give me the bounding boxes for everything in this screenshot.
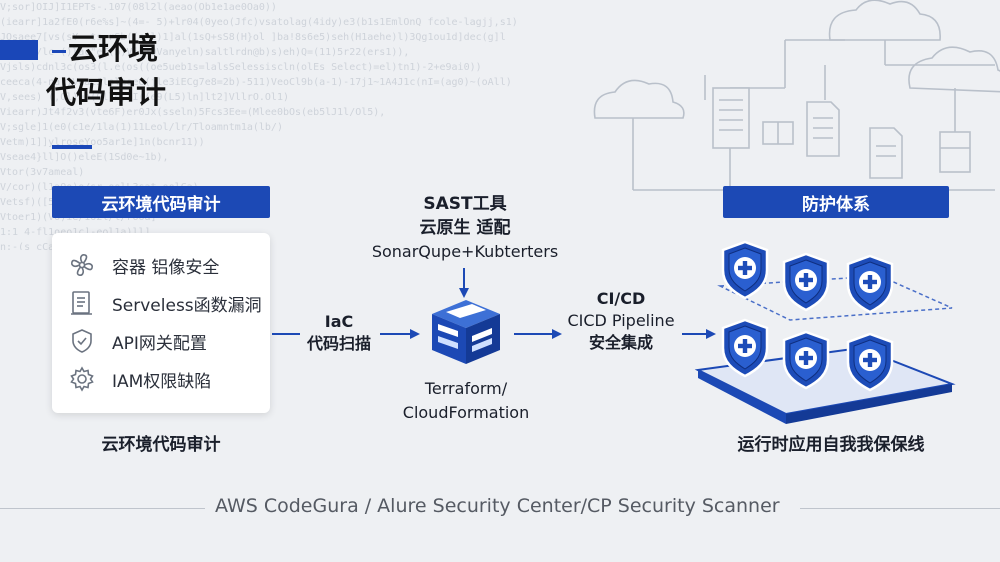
right-section-tag: 防护体系 xyxy=(723,186,949,218)
terraform-block-icon xyxy=(432,300,500,364)
footer: AWS CodeGura / Alure Security Center/CP … xyxy=(0,494,1000,524)
sast-line1: SAST工具 xyxy=(423,194,507,214)
cicd-line1: CI/CD xyxy=(596,289,646,308)
sast-line3: SonarQupe+Kubterters xyxy=(371,242,559,261)
gear-icon xyxy=(70,366,94,392)
fan-icon xyxy=(71,254,93,276)
terraform-line1: Terraform/ xyxy=(424,379,508,398)
audit-item-card: 容器 铝像安全 Serveless函数漏洞 API网关配置 IAM权限缺陷 xyxy=(52,233,270,413)
title-accent-bar xyxy=(0,40,38,60)
title-underline xyxy=(52,145,92,149)
left-section-tag: 云环境代码审计 xyxy=(52,186,270,218)
page-title-line1: 云环境 xyxy=(68,32,158,67)
list-item: 容器 铝像安全 xyxy=(68,250,219,280)
sast-line2: 云原生 适配 xyxy=(419,218,511,238)
list-item-label: Serveless函数漏洞 xyxy=(112,295,262,316)
iac-label: IaC 代码扫描 xyxy=(296,311,382,355)
terraform-line2: CloudFormation xyxy=(402,403,530,422)
title-dash xyxy=(52,50,66,53)
left-caption: 云环境代码审计 xyxy=(101,435,221,455)
list-item-label: API网关配置 xyxy=(112,333,207,354)
sast-label: SAST工具 云原生 适配 SonarQupe+Kubterters xyxy=(360,192,570,264)
list-item: Serveless函数漏洞 xyxy=(68,288,262,318)
list-item-label: IAM权限缺陷 xyxy=(112,371,212,392)
code-background: V;sor]OIJ]I1EPTs-.107(08l2l(aeao(Ob1e1ae… xyxy=(0,2,518,250)
iac-line2: 代码扫描 xyxy=(306,334,371,353)
cicd-line3: 安全集成 xyxy=(588,333,653,352)
footer-divider-right xyxy=(800,508,1000,509)
list-item: API网关配置 xyxy=(68,326,207,356)
protection-shields-illustration xyxy=(694,240,956,424)
shield-check-icon xyxy=(72,329,92,353)
right-caption: 运行时应用自我我保保线 xyxy=(737,435,925,455)
iac-line1: IaC xyxy=(324,312,354,331)
list-item: IAM权限缺陷 xyxy=(68,364,211,394)
document-icon xyxy=(71,291,92,315)
page-title-line2: 代码审计 xyxy=(46,76,166,111)
cloud-network-illustration xyxy=(593,0,1000,191)
page-title: 云环境 代码审计 xyxy=(46,28,166,116)
cicd-line2: CICD Pipeline xyxy=(567,311,675,330)
footer-divider-left xyxy=(0,508,205,509)
terraform-label: Terraform/ CloudFormation xyxy=(380,377,552,425)
cicd-label: CI/CD CICD Pipeline 安全集成 xyxy=(558,288,684,354)
footer-text: AWS CodeGura / Alure Security Center/CP … xyxy=(215,495,780,517)
list-item-label: 容器 铝像安全 xyxy=(112,257,220,278)
